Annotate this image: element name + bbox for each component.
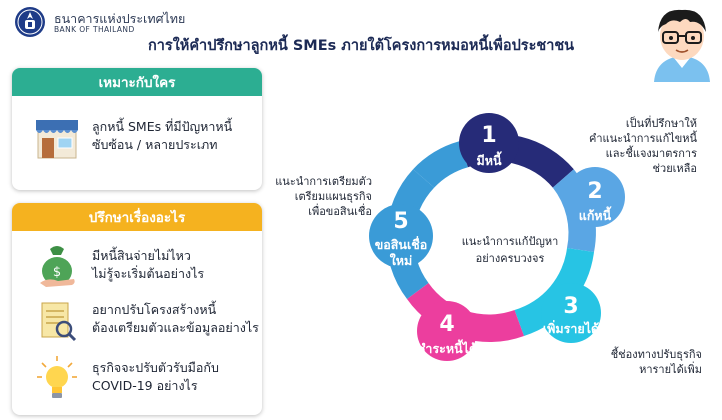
document-icon bbox=[41, 302, 77, 342]
cycle-segment-5b bbox=[386, 169, 435, 299]
step-3-description-line-2: หารายได้เพิ่ม bbox=[639, 363, 702, 376]
target-audience-line-1: ลูกหนี้ SMEs ที่มีปัญหาหนี้ bbox=[92, 119, 233, 134]
money-bag-icon: $ bbox=[40, 246, 75, 287]
consultation-topics-heading: ปรึกษาเรื่องอะไร bbox=[12, 203, 262, 231]
target-audience-heading: เหมาะกับใคร bbox=[12, 68, 262, 96]
step-2-description: เป็นที่ปรึกษาให้ คำแนะนำการแก้ไขหนี้ และ… bbox=[589, 116, 697, 176]
doctor-mascot-icon bbox=[654, 9, 710, 82]
org-name-thai: ธนาคารแห่งประเทศไทย bbox=[54, 11, 186, 26]
topic-1-line-2: ไม่รู้จะเริ่มต้นอย่างไร bbox=[92, 266, 205, 281]
page-title: การให้คำปรึกษาลูกหนี้ SMEs ภายใต้โครงการ… bbox=[148, 38, 575, 54]
topic-2-line-2: ต้องเตรียมตัวและข้อมูลอย่างไร bbox=[92, 320, 259, 335]
cycle-center-line-1: แนะนำการแก้ปัญหา bbox=[461, 235, 559, 248]
step-1-number: 1 bbox=[481, 123, 497, 148]
org-name-english: BANK OF THAILAND bbox=[54, 25, 135, 34]
step-4-number: 4 bbox=[439, 312, 455, 337]
cycle-segment-5 bbox=[413, 141, 468, 188]
topic-3-line-2: COVID-19 อย่างไร bbox=[92, 378, 198, 393]
step-5-label-line-1: ขอสินเชื่อ bbox=[374, 237, 428, 252]
topic-3-line-1: ธุรกิจจะปรับตัวรับมือกับ bbox=[92, 360, 219, 375]
step-3-label: เพิ่มรายได้ bbox=[542, 321, 600, 336]
consultation-topics-card: ปรึกษาเรื่องอะไร $ มีหนี้สินจ่ายไม่ไหว ไ… bbox=[12, 203, 262, 415]
step-5-description-line-2: เตรียมแผนธุรกิจ bbox=[294, 190, 372, 203]
step-2-number: 2 bbox=[587, 179, 603, 204]
step-5-label-line-2: ใหม่ bbox=[389, 253, 413, 268]
step-3-description-line-1: ชี้ช่องทางปรับธุรกิจ bbox=[610, 348, 702, 361]
step-1-label: มีหนี้ bbox=[476, 153, 502, 168]
shop-icon bbox=[36, 120, 78, 159]
step-2-label: แก้หนี้ bbox=[578, 208, 612, 223]
step-3-number: 3 bbox=[563, 294, 579, 319]
step-2-description-line-1: เป็นที่ปรึกษาให้ bbox=[625, 117, 697, 130]
bank-of-thailand-logo-icon bbox=[15, 7, 45, 37]
cycle-segment-4 bbox=[407, 283, 524, 343]
target-audience-card: เหมาะกับใคร ลูกหนี้ SMEs ที่มีปัญหาหนี้ … bbox=[12, 68, 262, 190]
step-5-number: 5 bbox=[393, 209, 409, 234]
step-2-description-line-4: ช่วยเหลือ bbox=[652, 162, 697, 175]
step-5-description: แนะนำการเตรียมตัว เตรียมแผนธุรกิจ เพื่อข… bbox=[254, 174, 372, 219]
cycle-center-text: แนะนำการแก้ปัญหา อย่างครบวงจร bbox=[452, 233, 568, 267]
step-2-description-line-3: และชี้แจงมาตรการ bbox=[605, 147, 697, 160]
topic-2-line-1: อยากปรับโครงสร้างหนี้ bbox=[92, 302, 217, 317]
step-5-description-line-3: เพื่อขอสินเชื่อ bbox=[308, 205, 372, 218]
lightbulb-icon bbox=[37, 356, 77, 398]
step-4-label: ชำระหนี้ได้ bbox=[416, 341, 478, 356]
step-3-description: ชี้ช่องทางปรับธุรกิจ หารายได้เพิ่ม bbox=[592, 347, 702, 377]
step-2-description-line-2: คำแนะนำการแก้ไขหนี้ bbox=[589, 132, 698, 145]
svg-text:$: $ bbox=[53, 265, 61, 280]
step-5-description-line-1: แนะนำการเตรียมตัว bbox=[275, 175, 372, 188]
target-audience-line-2: ซับซ้อน / หลายประเภท bbox=[92, 137, 218, 152]
cycle-center-line-2: อย่างครบวงจร bbox=[475, 252, 545, 265]
topic-1-line-1: มีหนี้สินจ่ายไม่ไหว bbox=[92, 248, 191, 263]
